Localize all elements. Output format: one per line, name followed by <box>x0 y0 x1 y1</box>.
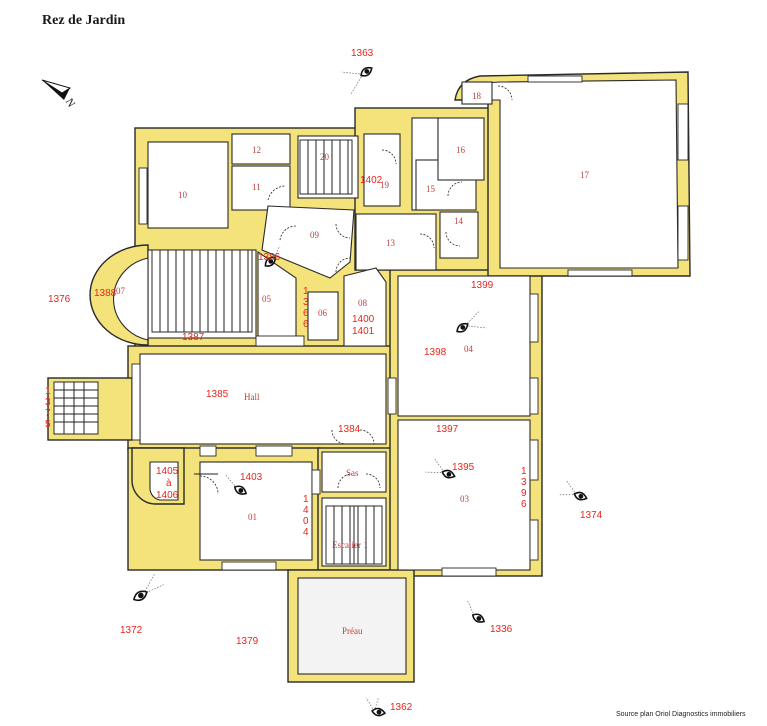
ref-1402: 1402 <box>360 175 383 186</box>
room-08-label: 08 <box>358 298 368 308</box>
room-04-label: 04 <box>464 344 474 354</box>
ref-1399: 1399 <box>471 280 494 291</box>
room-11 <box>231 165 291 211</box>
room-11-label: 11 <box>252 182 261 192</box>
ref-1395: 1395 <box>452 462 475 473</box>
room-01 <box>199 461 313 561</box>
eye-viewpoint-icon <box>133 573 164 602</box>
room-09-label: 09 <box>310 230 320 240</box>
escalier-label: Escalier 1 <box>332 540 368 550</box>
room-04 <box>397 275 531 417</box>
room-09 <box>261 205 355 279</box>
north-letter: N <box>63 97 77 110</box>
eye-viewpoint-icon <box>365 697 387 717</box>
ref-1379: 1379 <box>236 636 259 647</box>
ref-1406: 1406 <box>156 490 179 501</box>
room-10-label: 10 <box>178 190 188 200</box>
room-06-label: 06 <box>318 308 328 318</box>
ref-1386: 1386 <box>258 252 281 263</box>
hall-label: Hall <box>244 392 260 402</box>
eye-viewpoint-icon <box>559 480 588 501</box>
ref-1397: 1397 <box>436 424 459 435</box>
ref-1405: 1405 <box>156 466 179 477</box>
room-18-label: 18 <box>472 91 482 101</box>
sas-label: Sas <box>346 468 359 478</box>
room-13-label: 13 <box>386 238 396 248</box>
ref-1384: 1384 <box>338 424 361 435</box>
room-07 <box>112 257 149 341</box>
ref-1401: 1401 <box>352 326 375 337</box>
source-note: Source plan Oriol Diagnostics immobilier… <box>616 711 746 718</box>
room-02 <box>149 461 179 501</box>
ref-1363: 1363 <box>351 48 374 59</box>
plan-title: Rez de Jardin <box>42 13 125 28</box>
room-03-label: 03 <box>460 494 470 504</box>
room-19 <box>363 133 401 207</box>
stairs <box>53 139 383 565</box>
room-17-label: 17 <box>580 170 590 180</box>
ref-1388: 1388 <box>94 288 117 299</box>
eye-viewpoint-icon <box>425 458 456 479</box>
room-12 <box>231 133 291 165</box>
eye-viewpoint-icon <box>225 474 248 495</box>
room-20-label: 20 <box>320 152 330 162</box>
reference-numbers: 1363 1402 1386 1388 1376 1387 1399 1400 … <box>45 48 603 713</box>
room-14-label: 14 <box>454 216 464 226</box>
ref-1376: 1376 <box>48 294 71 305</box>
room-15-label: 15 <box>426 184 436 194</box>
ref-1398: 1398 <box>424 347 447 358</box>
ref-1336: 1336 <box>490 624 513 635</box>
room-16-label: 16 <box>456 145 466 155</box>
room-06 <box>307 291 339 341</box>
doors <box>194 85 513 495</box>
room-01-label: 01 <box>248 512 257 522</box>
preau-room <box>297 577 407 675</box>
room-16 <box>437 117 485 181</box>
eye-viewpoint-icon <box>467 600 486 623</box>
room-08 <box>343 267 387 347</box>
windows <box>131 75 689 577</box>
sas-room <box>321 451 387 493</box>
ref-a-joiner: à <box>166 478 172 489</box>
room-12-label: 12 <box>252 145 261 155</box>
room-18 <box>461 81 493 105</box>
ref-1403: 1403 <box>240 472 263 483</box>
room-labels: 10 12 11 20 19 15 16 17 18 13 14 09 05 0… <box>116 91 590 636</box>
room-13 <box>355 213 437 271</box>
ref-1387: 1387 <box>182 332 205 343</box>
ref-1400: 1400 <box>352 314 375 325</box>
ref-1372: 1372 <box>120 625 143 636</box>
room-05-label: 05 <box>262 294 272 304</box>
ref-1374: 1374 <box>580 510 603 521</box>
viewpoints <box>133 66 588 717</box>
north-arrow-icon: N <box>41 79 77 110</box>
hall-room <box>139 353 387 445</box>
eye-viewpoint-icon <box>264 245 281 267</box>
room-14 <box>439 211 479 259</box>
eye-viewpoint-icon <box>456 310 487 333</box>
room-19-label: 19 <box>380 180 390 190</box>
preau-label: Préau <box>342 626 363 636</box>
ref-1362: 1362 <box>390 702 413 713</box>
room-07-label: 07 <box>116 286 126 296</box>
ref-1385: 1385 <box>206 389 229 400</box>
eye-viewpoint-icon <box>341 66 373 96</box>
room-10 <box>147 141 229 229</box>
